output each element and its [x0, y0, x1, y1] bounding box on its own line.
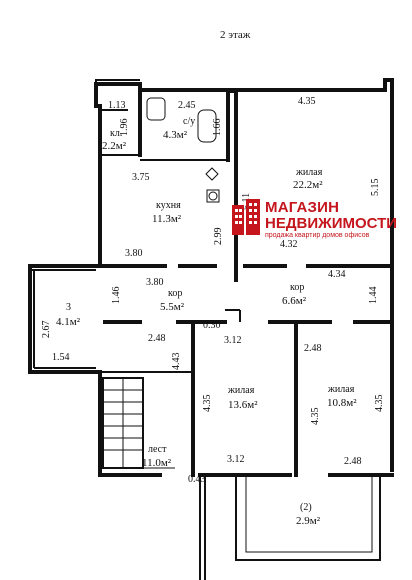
dim-label: 2.99 [213, 228, 224, 246]
room-name-corridor-right: кор [290, 282, 304, 293]
dim-label: 4.35 [374, 395, 385, 413]
room-labels: с/у 4.3м² кл. 2.2м² жилая 22.2м² кухня 1… [56, 116, 357, 527]
room-area-corridor-right: 6.6м² [282, 295, 307, 307]
room-area-living-top: 22.2м² [293, 179, 323, 191]
room-area-living-right: 10.8м² [327, 397, 357, 409]
room-area-kitchen: 11.3м² [152, 213, 182, 225]
room-name-3: 3 [66, 302, 71, 313]
dim-label: 1.66 [212, 119, 223, 137]
dim-label: 1.46 [111, 287, 122, 305]
room-name-corridor-left: кор [168, 288, 182, 299]
agency-logo: МАГАЗИН НЕДВИЖИМОСТИ продажа квартир дом… [232, 196, 397, 242]
dim-label: 2.67 [41, 321, 52, 339]
dim-label: 5.15 [370, 179, 381, 197]
dim-label: 3.75 [132, 172, 150, 183]
dim-label: 0.43 [188, 474, 206, 485]
dimension-labels: 1.13 1.96 2.45 1.66 4.35 3.75 5.11 5.15 … [41, 96, 385, 485]
room-area-bathroom: 4.3м² [163, 129, 188, 141]
fixtures [146, 97, 220, 203]
logo-tagline: продажа квартир домов офисов [265, 232, 370, 239]
staircase [102, 377, 175, 469]
dim-label: 4.43 [171, 353, 182, 371]
room-name-living-mid: жилая [227, 385, 255, 396]
room-name-stairs: лест [148, 444, 167, 455]
dim-label: 1.96 [119, 119, 130, 137]
dim-label: 1.44 [368, 287, 379, 305]
room-name-kitchen: кухня [156, 200, 181, 211]
dim-label: 3.80 [125, 248, 143, 259]
dim-label: 2.48 [148, 333, 166, 344]
dim-label: 2.45 [178, 100, 196, 111]
room-area-living-mid: 13.6м² [228, 399, 258, 411]
dim-label: 4.34 [328, 269, 346, 280]
logo-text-line1: МАГАЗИН [265, 199, 340, 216]
room-name-bathroom: с/у [183, 116, 195, 127]
dim-label: 4.35 [202, 395, 213, 413]
room-area-balcony: 2.9м² [296, 515, 321, 527]
dim-label: 2.48 [344, 456, 362, 467]
room-area-stairs: 11.0м² [142, 457, 172, 469]
dim-label: 4.35 [298, 96, 316, 107]
dim-label: 2.48 [304, 343, 322, 354]
floor-title: 2 этаж [220, 29, 251, 41]
dim-label: 4.35 [310, 408, 321, 426]
dim-label: 3.12 [227, 454, 245, 465]
balcony [199, 475, 381, 580]
logo-text-line2: НЕДВИЖИМОСТИ [265, 215, 398, 232]
dim-label: 1.13 [108, 100, 126, 111]
room-name-pantry: кл. [110, 128, 122, 139]
room-name-balcony: (2) [300, 502, 312, 513]
room-area-3: 4.1м² [56, 316, 81, 328]
dim-label: 0.30 [203, 320, 221, 331]
building-icon [232, 199, 260, 235]
dim-label: 3.12 [224, 335, 242, 346]
room-area-pantry: 2.2м² [102, 140, 127, 152]
dim-label: 4.32 [280, 239, 298, 250]
dim-label: 1.54 [52, 352, 70, 363]
room-name-living-top: жилая [295, 167, 323, 178]
interior-walls [98, 90, 394, 477]
room-area-corridor-left: 5.5м² [160, 301, 185, 313]
outer-walls [28, 78, 394, 477]
room-name-living-right: жилая [327, 384, 355, 395]
dim-label: 3.80 [146, 277, 164, 288]
